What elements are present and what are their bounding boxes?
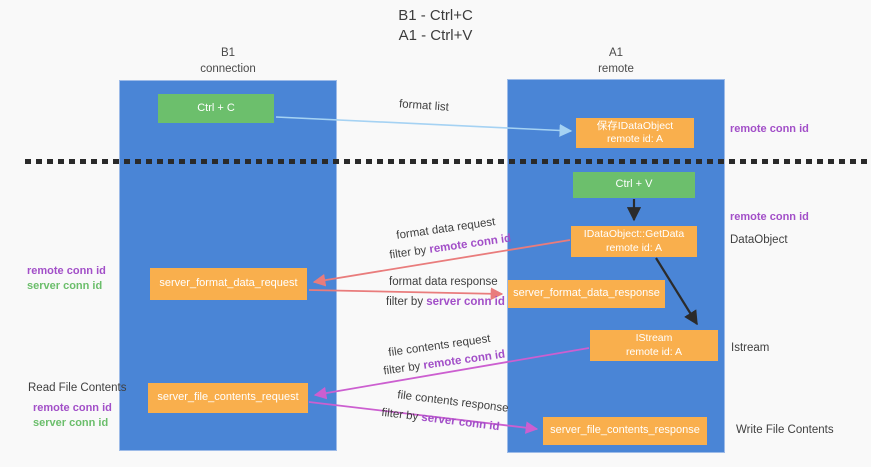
ctrl-v-node: Ctrl + V	[573, 172, 695, 198]
lane-a1-role: remote	[598, 62, 634, 75]
lane-b1-role: connection	[200, 62, 256, 75]
filter-by-server-conn-id-label-1: filter by server conn id	[386, 296, 505, 308]
server-file-contents-response-node: server_file_contents_response	[543, 417, 707, 445]
istream-side-label: Istream	[731, 342, 770, 354]
read-file-contents-label: Read File Contents	[28, 382, 127, 394]
ctrl-c-node: Ctrl + C	[158, 94, 274, 123]
diagram-title: B1 - Ctrl+C A1 - Ctrl+V	[0, 6, 871, 47]
server-format-data-request-node: server_format_data_request	[150, 268, 307, 300]
server-format-data-response-node: server_format_data_response	[508, 280, 665, 308]
file-contents-response-arrow	[308, 401, 539, 434]
lane-header-a1: A1 remote	[507, 46, 725, 77]
remote-conn-id-label-right-1: remote conn id	[730, 123, 809, 135]
ctrl-v-label: Ctrl + V	[615, 178, 653, 191]
format-data-response-arrow	[308, 287, 504, 301]
server-conn-id-text: server conn id	[426, 296, 505, 308]
lane-header-b1: B1 connection	[119, 46, 337, 77]
server-file-contents-request-node: server_file_contents_request	[148, 383, 308, 413]
getdata-line2: remote id: A	[605, 241, 663, 254]
title-line-b1: B1 - Ctrl+C	[398, 7, 473, 24]
getdata-line1: IDataObject::GetData	[583, 228, 685, 241]
format-data-response-edge-label: format data response	[389, 276, 498, 288]
server-conn-id-label-left-2: server conn id	[33, 417, 109, 429]
session-divider-dashed-line	[25, 159, 871, 164]
remote-conn-id-label-right-2: remote conn id	[730, 211, 809, 223]
getdata-node: IDataObject::GetData remote id: A	[571, 226, 697, 257]
save-idataobject-node: 保存IDataObject remote id: A	[576, 118, 694, 148]
title-line-a1: A1 - Ctrl+V	[398, 27, 473, 45]
save-idataobject-line2: remote id: A	[606, 133, 664, 145]
server-file-contents-request-label: server_file_contents_request	[157, 391, 299, 404]
istream-line1: IStream	[635, 332, 673, 345]
lane-a1-name: A1	[608, 47, 624, 59]
file-contents-request-arrow	[313, 347, 590, 400]
remote-conn-id-label-left-1: remote conn id	[27, 265, 106, 277]
getdata-to-istream-arrow	[655, 257, 698, 326]
format-list-arrow	[275, 116, 573, 137]
format-data-request-arrow	[312, 239, 571, 287]
filter-by-text: filter by	[386, 296, 427, 308]
save-idataobject-line1: 保存IDataObject	[596, 119, 674, 132]
lane-b1-name: B1	[220, 47, 236, 59]
istream-node: IStream remote id: A	[590, 330, 718, 361]
dataobject-label: DataObject	[730, 234, 788, 246]
write-file-contents-label: Write File Contents	[736, 424, 834, 436]
server-format-data-request-label: server_format_data_request	[159, 277, 298, 290]
remote-conn-id-label-left-2: remote conn id	[33, 402, 112, 414]
ctrl-c-label: Ctrl + C	[197, 101, 235, 114]
istream-line2: remote id: A	[625, 345, 683, 358]
server-format-data-response-label: server_format_data_response	[513, 287, 660, 300]
server-file-contents-response-label: server_file_contents_response	[550, 424, 700, 437]
server-conn-id-label-left-1: server conn id	[27, 280, 103, 292]
